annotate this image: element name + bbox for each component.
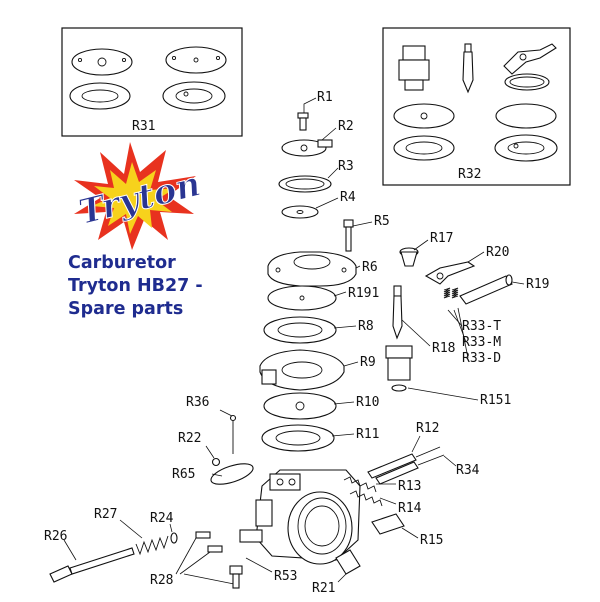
- r31-gasket-2: [165, 46, 227, 74]
- part-r5-screw: [343, 219, 373, 252]
- part-r36-pin: [219, 409, 237, 454]
- r32-gasket-3: [393, 135, 455, 161]
- r32-gasket-1: [393, 103, 455, 129]
- carburetor-main-body: [239, 469, 361, 565]
- label-r33-d: R33-D: [462, 351, 501, 366]
- part-r26-shaft: [49, 539, 135, 583]
- part-r2-cover: [281, 127, 337, 157]
- label-r36: R36: [186, 395, 209, 410]
- part-r19-pin: [459, 274, 525, 305]
- label-r21: R21: [312, 581, 335, 596]
- part-r8-gasket: [263, 316, 357, 344]
- part-r33-springs: [443, 287, 469, 359]
- part-r12-needle: [367, 435, 441, 479]
- part-r151-seat: [385, 345, 479, 401]
- part-r65-disc: [210, 463, 254, 485]
- kit-r31-box: R31: [61, 27, 243, 137]
- label-r33-m: R33-M: [462, 335, 501, 350]
- label-r11: R11: [356, 427, 379, 442]
- r32-lever: [503, 43, 557, 75]
- part-r11-gasket: [261, 424, 355, 452]
- part-r3-ring: [278, 167, 339, 193]
- part-r22-screw: [205, 445, 221, 467]
- label-r15: R15: [420, 533, 443, 548]
- title-line-1: Carburetor: [68, 253, 176, 273]
- label-r5: R5: [374, 214, 390, 229]
- label-r24: R24: [150, 511, 174, 526]
- label-r13: R13: [398, 479, 421, 494]
- r32-inlet-needle: [462, 43, 474, 94]
- label-r26: R26: [44, 529, 67, 544]
- part-r34-needle: [375, 454, 457, 485]
- r32-gasket-4: [494, 134, 558, 162]
- label-r3: R3: [338, 159, 354, 174]
- part-r24-washer: [169, 523, 178, 544]
- part-r10-diaphragm: [263, 392, 355, 420]
- logo-burst-inner: [92, 162, 176, 234]
- part-r14-spring: [349, 490, 397, 507]
- part-r21-nozzle: [335, 549, 361, 583]
- r32-gasket-2: [495, 103, 557, 129]
- part-r6-pump-cover: [267, 251, 361, 287]
- label-r17: R17: [430, 231, 453, 246]
- label-r28: R28: [150, 573, 173, 588]
- label-r8: R8: [358, 319, 374, 334]
- r31-gasket-1: [71, 48, 133, 76]
- label-r151: R151: [480, 393, 511, 408]
- label-r27: R27: [94, 507, 117, 522]
- label-r191: R191: [348, 286, 379, 301]
- diagram-title: Carburetor Tryton HB27 - Spare parts: [68, 252, 248, 321]
- part-r20-lever: [424, 251, 485, 285]
- part-r15-sleeve: [371, 513, 419, 539]
- label-r10: R10: [356, 395, 379, 410]
- label-r34: R34: [456, 463, 480, 478]
- label-r2: R2: [338, 119, 354, 134]
- label-r14: R14: [398, 501, 422, 516]
- part-r4-washer: [281, 197, 339, 219]
- part-r191-gasket: [267, 285, 347, 311]
- part-r1-screw: [297, 97, 317, 131]
- label-r9: R9: [360, 355, 376, 370]
- label-r19: R19: [526, 277, 549, 292]
- part-r18-needle: [392, 285, 431, 347]
- tryton-logo: Tryton: [74, 142, 205, 250]
- part-r53-screw: [229, 557, 273, 589]
- label-r65: R65: [172, 467, 195, 482]
- label-r33-t: R33-T: [462, 319, 501, 334]
- r32-ring: [504, 73, 550, 91]
- r31-gasket-4: [162, 81, 226, 111]
- label-r53: R53: [274, 569, 297, 584]
- part-r28-screws: [175, 531, 235, 585]
- label-r12: R12: [416, 421, 439, 436]
- title-line-3: Spare parts: [68, 299, 184, 319]
- label-r4: R4: [340, 190, 356, 205]
- label-r18: R18: [432, 341, 455, 356]
- title-line-2: Tryton HB27 -: [68, 276, 203, 296]
- part-r27-spring: [119, 519, 169, 556]
- label-r20: R20: [486, 245, 509, 260]
- part-r17-cap: [399, 239, 429, 267]
- label-r22: R22: [178, 431, 201, 446]
- kit-r32-box: R32: [382, 27, 571, 186]
- label-r1: R1: [317, 90, 333, 105]
- part-r9-body: [259, 349, 359, 391]
- r31-gasket-3: [69, 82, 131, 110]
- label-r6: R6: [362, 260, 378, 275]
- r32-needle-seat: [398, 45, 430, 91]
- part-r13-spring: [343, 476, 396, 493]
- label-r31: R31: [132, 119, 155, 134]
- label-r32: R32: [458, 167, 481, 182]
